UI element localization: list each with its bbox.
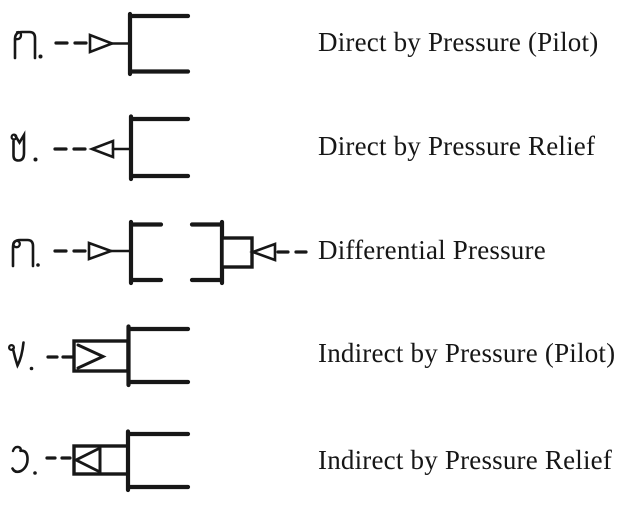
row-description: Indirect by Pressure Relief xyxy=(318,445,613,475)
valve-box-bracket xyxy=(126,324,191,388)
symbol-direct-by-pressure-relief xyxy=(53,114,191,182)
pressure-port-box xyxy=(220,236,254,269)
valve-box-bracket xyxy=(127,11,191,77)
arrow-left-icon xyxy=(249,242,277,262)
thai-letter-ngo xyxy=(5,338,41,379)
arrow-left-open-icon xyxy=(72,446,102,474)
thai-letter-cho xyxy=(8,442,44,483)
valve-box-bracket xyxy=(125,429,191,493)
symbol-indirect-by-pressure-pilot xyxy=(46,324,191,388)
valve-box-bracket xyxy=(128,114,191,182)
symbol-differential-pressure xyxy=(53,219,308,286)
left-valve-bracket xyxy=(128,219,164,286)
arrow-right-open-icon xyxy=(76,343,107,370)
row-description: Differential Pressure xyxy=(318,235,546,265)
arrow-right-icon xyxy=(87,241,115,261)
thai-letter-ko xyxy=(10,27,46,66)
row-description: Indirect by Pressure (Pilot) xyxy=(318,338,616,368)
right-valve-bracket xyxy=(189,219,225,286)
row-description: Direct by Pressure (Pilot) xyxy=(318,27,599,57)
arrow-right-icon xyxy=(88,33,116,54)
arrow-left-icon xyxy=(88,139,115,159)
symbol-direct-by-pressure-pilot xyxy=(54,11,191,77)
thai-letter-kho-khwai xyxy=(8,235,44,274)
row-description: Direct by Pressure Relief xyxy=(318,131,596,161)
symbol-indirect-by-pressure-relief xyxy=(45,429,191,493)
thai-letter-kho xyxy=(8,130,44,169)
